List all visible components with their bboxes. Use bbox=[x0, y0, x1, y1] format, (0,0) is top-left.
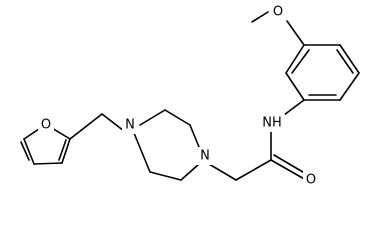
amide-nh-label: NH bbox=[262, 116, 282, 131]
bond-n4-ch2 bbox=[208, 163, 237, 181]
bond-furan-c3-c4 bbox=[33, 162, 63, 165]
bond-ar-c3-c4-inner bbox=[336, 49, 354, 74]
bond-ch2-n1 bbox=[101, 113, 125, 132]
bond-furan-c3-c3-double bbox=[58, 139, 67, 161]
bond-furan-c4-c5-double bbox=[20, 141, 30, 161]
bond-aryl-methoxy-o bbox=[286, 20, 305, 46]
atom-labels: O N N NH O O bbox=[38, 3, 319, 189]
bond-ar-c2-c3 bbox=[339, 72, 360, 101]
bond-carbonyl-o bbox=[270, 159, 307, 181]
bond-furan-c2-c3 bbox=[61, 138, 71, 164]
bond-ar-c3-c4 bbox=[339, 44, 360, 74]
furan-ring bbox=[20, 124, 71, 165]
bond-n1-c-top bbox=[139, 109, 166, 126]
bond-c-top-c-topright bbox=[164, 109, 191, 126]
bond-ch2-carbonyl bbox=[235, 159, 272, 181]
benzene-ring bbox=[285, 44, 360, 101]
piperazine-n-left-label: N bbox=[125, 118, 135, 133]
piperazine-n-right-label: N bbox=[200, 149, 210, 164]
bond-ar-c5-c6-inner bbox=[291, 49, 310, 74]
bond-c-topright-n4 bbox=[189, 124, 200, 148]
furan-oxygen-label: O bbox=[41, 118, 51, 133]
carbonyl-oxygen-label: O bbox=[306, 173, 316, 188]
bond-ar-c6-c1 bbox=[285, 72, 305, 101]
structure-diagram: O N N NH O O bbox=[20, 3, 360, 189]
bond-carbonyl-o-double bbox=[273, 154, 309, 176]
bond-n4-c-bottomright bbox=[180, 163, 200, 181]
bond-c-bottomright-c-bottom bbox=[149, 171, 182, 181]
methoxy-oxygen-label: O bbox=[273, 5, 283, 20]
bond-furan-ch2 bbox=[69, 113, 103, 140]
bond-methoxy-o-ch3 bbox=[251, 11, 269, 23]
bond-nh-aryl bbox=[283, 99, 305, 116]
bond-c-bottom-n1 bbox=[133, 132, 151, 173]
bond-furan-c4-c5 bbox=[23, 138, 35, 165]
piperazine-ring bbox=[133, 109, 200, 181]
bond-ar-c5-c6 bbox=[285, 44, 305, 74]
